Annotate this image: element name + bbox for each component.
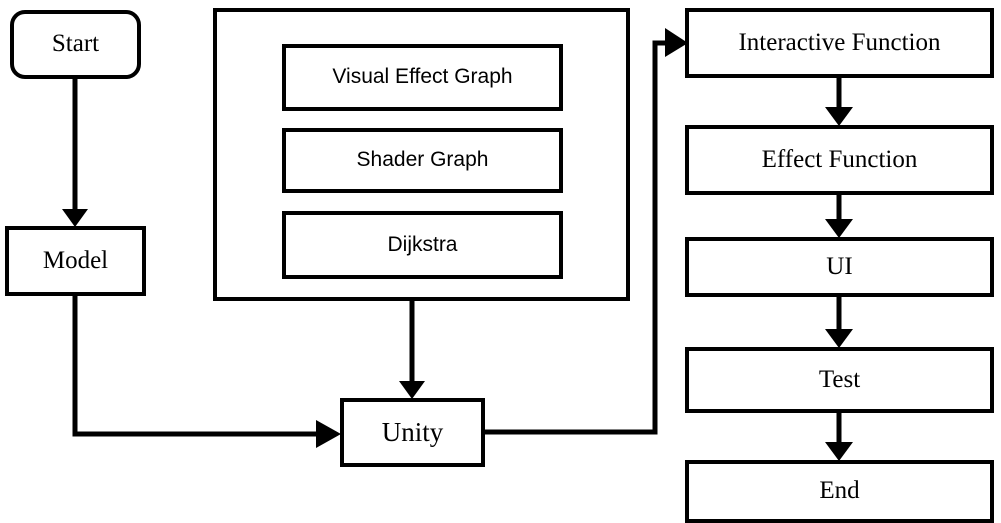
node-visual-effect-graph[interactable]: Visual Effect Graph bbox=[282, 44, 563, 111]
arrowhead-ui-to-test bbox=[825, 329, 853, 348]
node-unity[interactable]: Unity bbox=[340, 398, 485, 467]
arrowhead-unity-to-interactive-function bbox=[665, 28, 688, 57]
node-end[interactable]: End bbox=[685, 460, 994, 523]
arrowhead-effect-to-ui bbox=[825, 219, 853, 238]
arrowhead-group-to-unity bbox=[399, 381, 425, 399]
node-test[interactable]: Test bbox=[685, 347, 994, 413]
node-interactive-function[interactable]: Interactive Function bbox=[685, 8, 994, 78]
node-dijkstra[interactable]: Dijkstra bbox=[282, 211, 563, 279]
node-start[interactable]: Start bbox=[10, 10, 141, 79]
arrowhead-interactive-to-effect bbox=[825, 107, 853, 126]
node-ui[interactable]: UI bbox=[685, 237, 994, 297]
arrowhead-start-to-model bbox=[62, 209, 88, 227]
node-model[interactable]: Model bbox=[5, 226, 146, 296]
arrowhead-test-to-end bbox=[825, 442, 853, 461]
node-effect-function[interactable]: Effect Function bbox=[685, 125, 994, 195]
node-shader-graph[interactable]: Shader Graph bbox=[282, 128, 563, 193]
arrowhead-model-to-unity bbox=[316, 420, 341, 448]
edge-model-to-unity bbox=[72, 296, 318, 437]
edge-unity-to-interactive-function bbox=[485, 40, 669, 435]
